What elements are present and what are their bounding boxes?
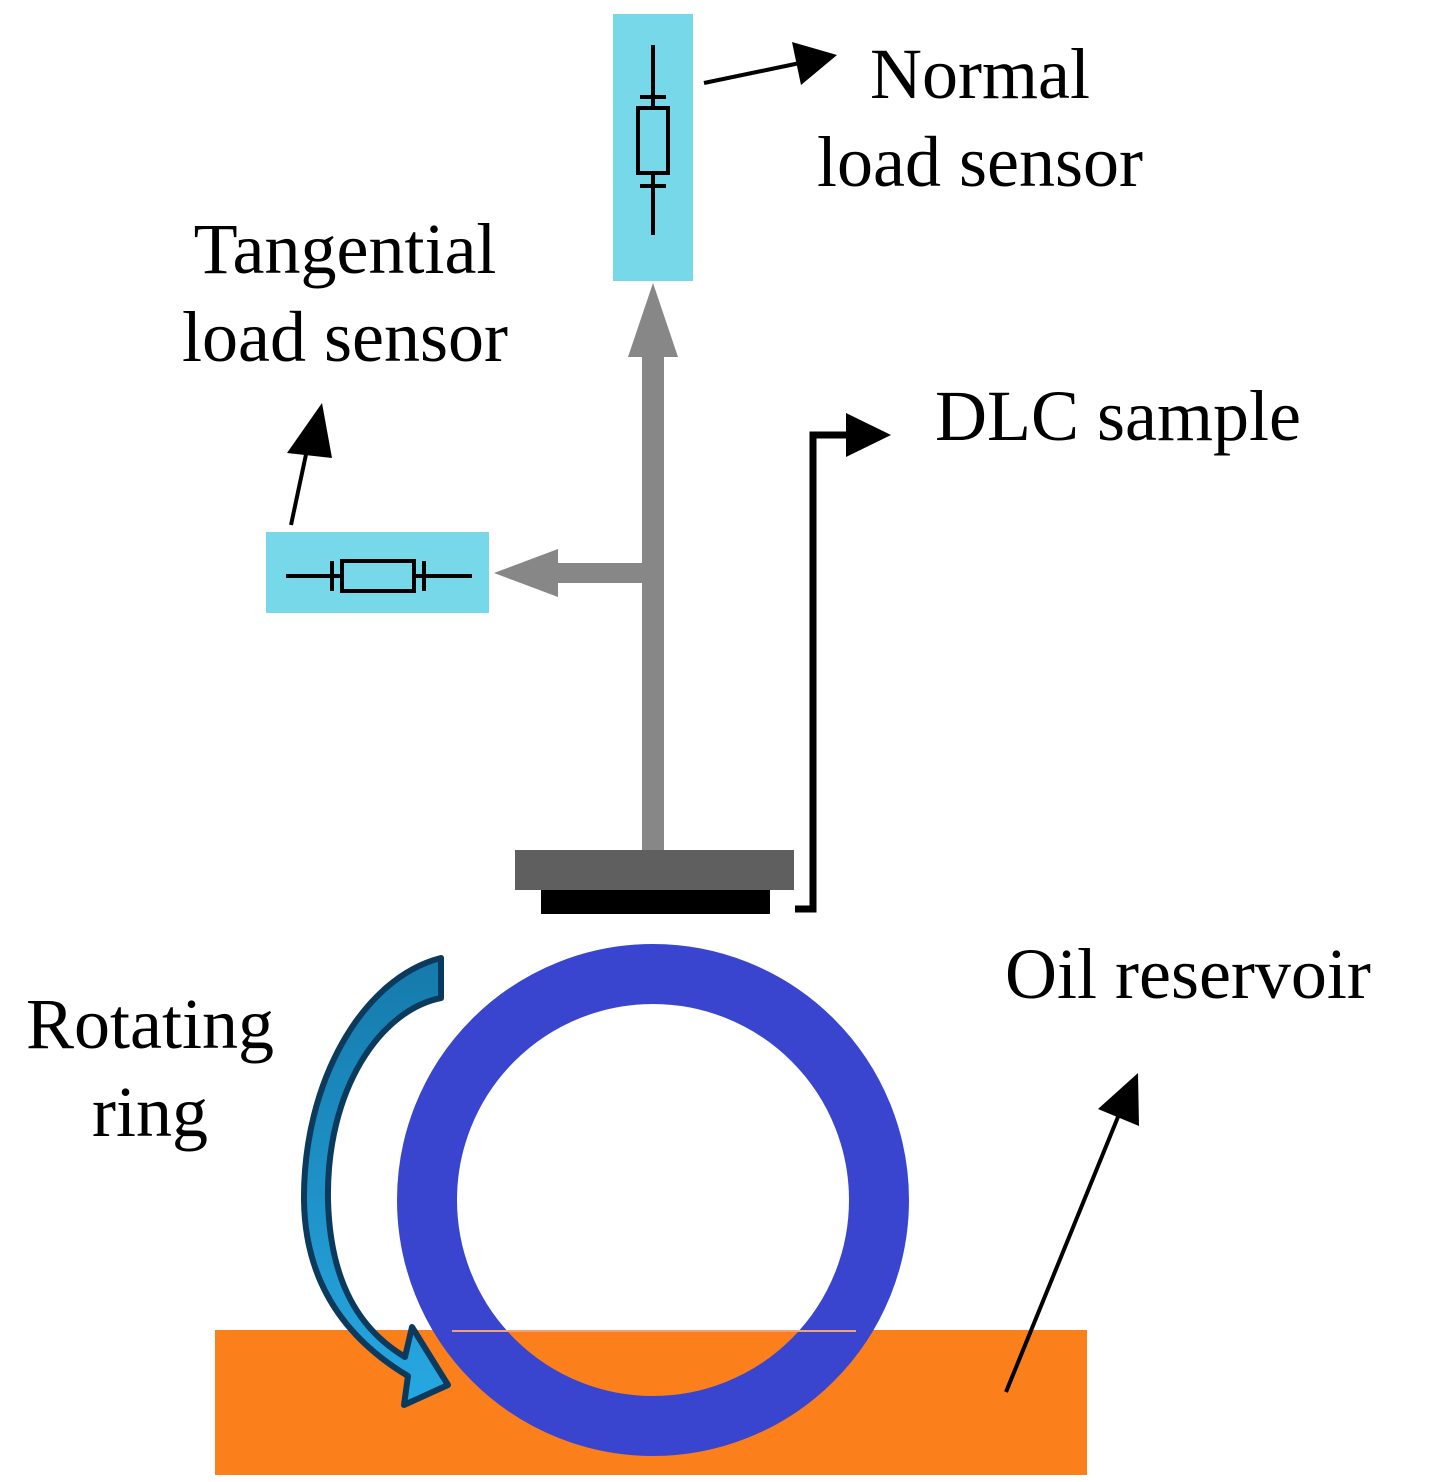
rotating-ring-label: Rotating ring (0, 980, 300, 1156)
normal-sensor-pointer-arrow (703, 42, 837, 85)
dlc-pointer-arrow (795, 413, 891, 913)
tangential-load-sensor (266, 532, 489, 613)
curved-arrow-icon (300, 955, 451, 1408)
dlc-sample (541, 890, 770, 914)
tangential-sensor-label-line2: load sensor (182, 297, 508, 377)
normal-sensor-label-line2: load sensor (817, 122, 1143, 202)
dlc-sample-label: DLC sample (935, 376, 1301, 456)
rotating-ring-label-line2: ring (92, 1072, 208, 1152)
oil-pointer-arrow (1004, 1073, 1139, 1393)
normal-load-sensor (613, 14, 693, 281)
tangential-sensor-label-line1: Tangential (193, 209, 497, 289)
rotating-ring-label-line1: Rotating (26, 984, 274, 1064)
tangential-sensor-pointer-arrow (287, 403, 332, 526)
normal-sensor-label: Normal load sensor (770, 30, 1190, 206)
normal-sensor-label-line1: Normal (870, 34, 1090, 114)
load-cell-resistor-icon (286, 559, 472, 593)
oil-reservoir-label: Oil reservoir (1005, 934, 1371, 1014)
sample-holder (515, 850, 794, 890)
rotating-ring (397, 944, 909, 1456)
tangential-sensor-label: Tangential load sensor (135, 205, 555, 381)
vertical-load-rod (628, 283, 678, 853)
tangential-load-branch (494, 549, 645, 597)
load-cell-resistor-icon (636, 45, 670, 235)
